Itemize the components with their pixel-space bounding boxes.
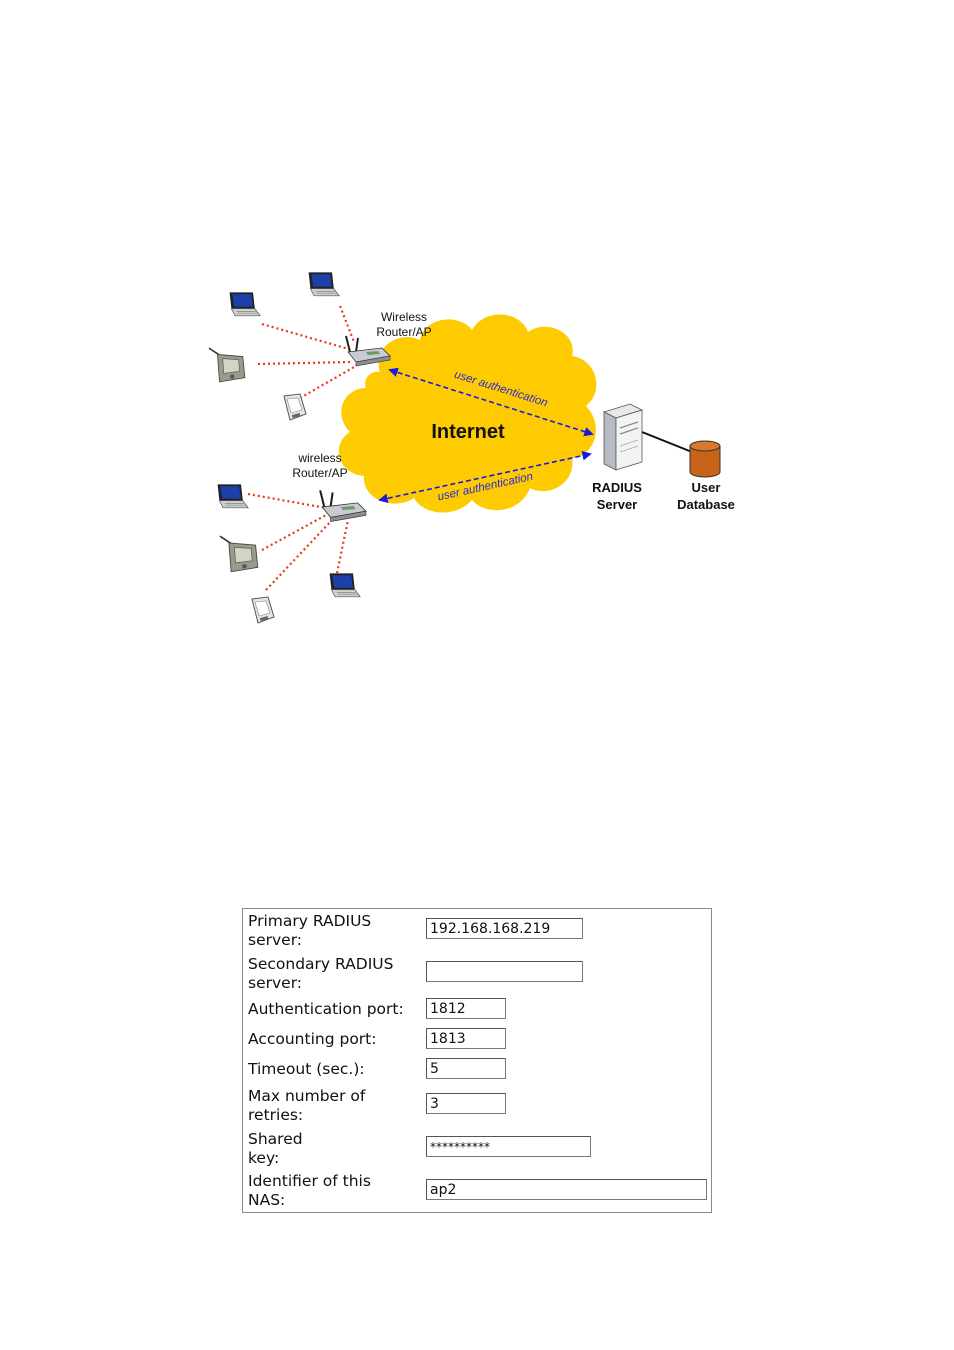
internet-cloud: Internet: [339, 314, 597, 512]
laptop-icon: [230, 292, 261, 315]
auth-port-input[interactable]: [426, 998, 506, 1019]
handheld-icon: [284, 394, 306, 420]
radius-label-line1: RADIUS: [592, 480, 642, 495]
shared-key-label-line2: key:: [248, 1149, 303, 1168]
radius-settings-form: Primary RADIUS server: Secondary RADIUS …: [242, 908, 712, 1213]
nas-identifier-label-line2: NAS:: [248, 1191, 371, 1210]
database-icon: [690, 441, 720, 477]
server-db-link: [642, 432, 692, 452]
secondary-radius-label: Secondary RADIUS server:: [248, 955, 393, 993]
pda-icon: [220, 536, 258, 572]
db-label-line2: Database: [677, 497, 735, 512]
db-label-line1: User: [692, 480, 721, 495]
acct-port-label: Accounting port:: [248, 1030, 376, 1049]
shared-key-label: Shared key:: [248, 1130, 303, 1168]
radius-network-diagram: Internet Wireless Router/AP wireless Rou…: [200, 255, 760, 640]
secondary-radius-label-line1: Secondary RADIUS: [248, 955, 393, 974]
primary-radius-server-input[interactable]: [426, 918, 583, 939]
max-retries-label-line2: retries:: [248, 1106, 365, 1125]
auth-port-label: Authentication port:: [248, 1000, 404, 1019]
max-retries-label: Max number of retries:: [248, 1087, 365, 1125]
router1-label-line1: Wireless: [381, 310, 427, 324]
radius-server-icon: [604, 404, 642, 470]
laptop-icon: [330, 573, 361, 596]
wireless-router-icon: [320, 490, 366, 521]
cloud-label: Internet: [431, 421, 505, 443]
shared-key-label-line1: Shared: [248, 1130, 303, 1149]
nas-identifier-input[interactable]: [426, 1179, 707, 1200]
primary-radius-label: Primary RADIUS server:: [248, 912, 371, 950]
max-retries-input[interactable]: [426, 1093, 506, 1114]
timeout-label: Timeout (sec.):: [248, 1060, 365, 1079]
nas-identifier-label-line1: Identifier of this: [248, 1172, 371, 1191]
shared-key-input[interactable]: [426, 1136, 591, 1157]
router2-label-line2: Router/AP: [292, 466, 347, 480]
router1-label-line2: Router/AP: [376, 325, 431, 339]
radius-label-line2: Server: [597, 497, 637, 512]
nas-identifier-label: Identifier of this NAS:: [248, 1172, 371, 1210]
acct-port-input[interactable]: [426, 1028, 506, 1049]
secondary-radius-server-input[interactable]: [426, 961, 583, 982]
max-retries-label-line1: Max number of: [248, 1087, 365, 1106]
primary-radius-label-line1: Primary RADIUS: [248, 912, 371, 931]
laptop-icon: [218, 484, 249, 507]
laptop-icon: [309, 272, 340, 295]
primary-radius-label-line2: server:: [248, 931, 371, 950]
timeout-input[interactable]: [426, 1058, 506, 1079]
secondary-radius-label-line2: server:: [248, 974, 393, 993]
handheld-icon: [252, 597, 274, 623]
pda-icon: [209, 348, 245, 382]
router2-label-line1: wireless: [297, 451, 341, 465]
